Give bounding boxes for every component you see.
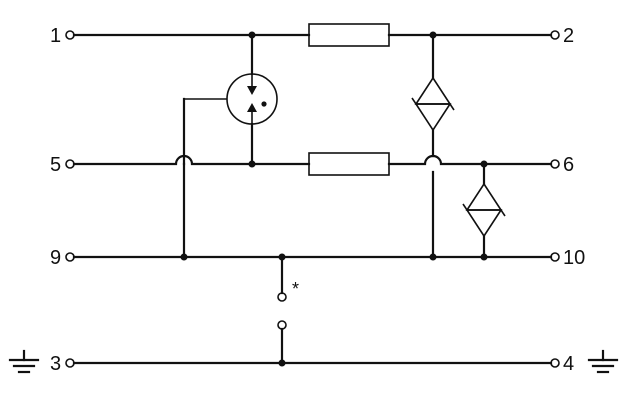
bidirectional-tvs-diode-icon (414, 103, 452, 132)
junction-dot (480, 253, 488, 261)
terminal-6 (550, 159, 560, 169)
gdt-gas-dot (261, 101, 267, 107)
terminal-label-4: 4 (563, 353, 574, 375)
tvs2-upper-triangle (465, 182, 503, 211)
gdt-upper-arrow (247, 86, 257, 95)
link-upper-contact (277, 292, 287, 302)
junction-dot (278, 359, 286, 367)
junction-dot (248, 160, 256, 168)
junction-dot (248, 31, 256, 39)
ground-icon (8, 349, 40, 374)
terminal-label-10: 10 (563, 247, 585, 269)
terminal-label-2: 2 (563, 25, 574, 47)
terminal-label-1: 1 (50, 25, 61, 47)
wire-line-6 (387, 154, 553, 166)
junction-dot (429, 253, 437, 261)
terminal-4 (550, 358, 560, 368)
terminal-1 (65, 30, 75, 40)
terminal-5 (65, 159, 75, 169)
ground-icon (587, 349, 619, 374)
tvs1-bar (411, 97, 455, 111)
tvs2-lower-triangle (465, 209, 503, 238)
terminal-10 (550, 252, 560, 262)
junction-dot (180, 253, 188, 261)
terminal-3 (65, 358, 75, 368)
terminal-label-5: 5 (50, 154, 61, 176)
terminal-label-9: 9 (50, 247, 61, 269)
link-note-marker: * (292, 279, 299, 299)
terminal-label-3: 3 (50, 353, 61, 375)
tvs1-upper-triangle (414, 76, 452, 105)
resistor-lower (308, 152, 390, 176)
junction-dot (480, 160, 488, 168)
link-lower-contact (277, 320, 287, 330)
junction-dot (429, 31, 437, 39)
terminal-9 (65, 252, 75, 262)
tvs2-bar (462, 203, 506, 217)
gdt-lower-arrow (247, 103, 257, 112)
resistor-upper (308, 23, 390, 47)
terminal-label-6: 6 (563, 154, 574, 176)
junction-dot (278, 253, 286, 261)
wire-line-5 (72, 154, 311, 166)
terminal-2 (550, 30, 560, 40)
